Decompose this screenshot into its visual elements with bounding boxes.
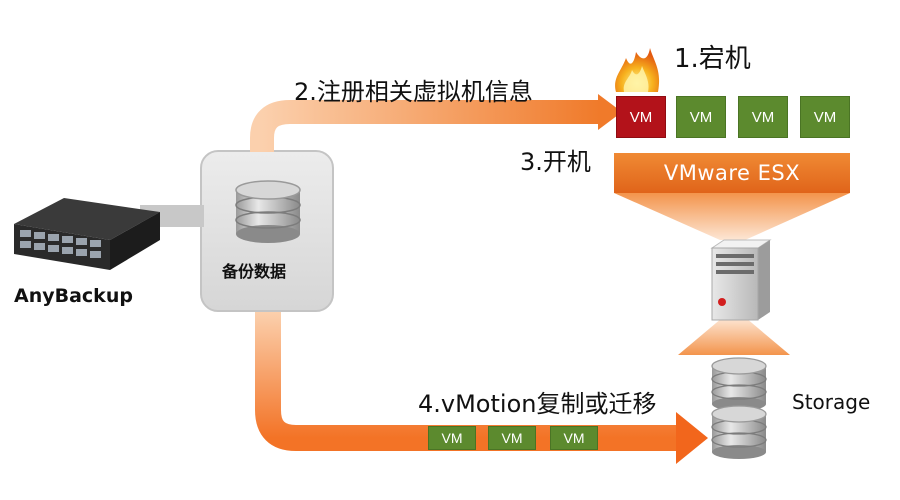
storage-label: Storage [792, 390, 871, 414]
arrow-migrate-head [676, 412, 708, 464]
storage-icon [711, 357, 767, 459]
anybackup-label: AnyBackup [14, 285, 133, 307]
vm-box: VM [550, 426, 598, 450]
step4-label: 4.vMotion复制或迁移 [418, 390, 657, 418]
vm-box: VM [488, 426, 536, 450]
anybackup-server-icon [14, 198, 160, 270]
vm-box: VM [676, 96, 726, 138]
backup-data-label: 备份数据 [222, 262, 287, 281]
arrow-register-head [598, 94, 622, 130]
funnel-esx-server [614, 193, 850, 240]
vmware-esx-bar: VMware ESX [614, 153, 850, 193]
server-icon [710, 239, 772, 321]
funnel-storage-server [678, 318, 790, 355]
fire-icon [615, 48, 660, 92]
database-icon [235, 180, 301, 243]
step3-label: 3.开机 [520, 148, 591, 176]
vm-box: VM [738, 96, 788, 138]
vm-box-down: VM [616, 96, 666, 138]
step1-label: 1.宕机 [674, 44, 751, 74]
vm-box: VM [428, 426, 476, 450]
vm-box: VM [800, 96, 850, 138]
step2-label: 2.注册相关虚拟机信息 [294, 78, 533, 106]
arrow-migrate [255, 312, 680, 451]
arrow-register [250, 100, 600, 152]
